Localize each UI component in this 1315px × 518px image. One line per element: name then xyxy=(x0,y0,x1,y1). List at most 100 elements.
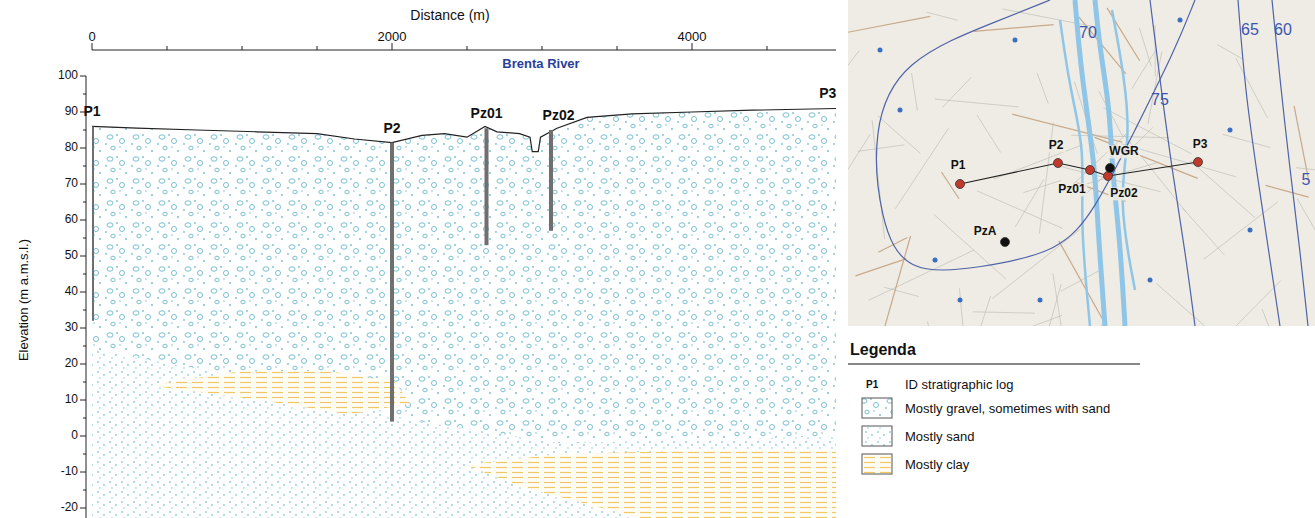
axis-tick xyxy=(617,46,618,50)
stratigraphic-log xyxy=(92,126,94,320)
axis-tick xyxy=(80,364,86,365)
map-road xyxy=(1037,73,1048,104)
tick-label: 100 xyxy=(58,69,78,82)
text-label: Pz02 xyxy=(1108,187,1139,200)
axis-tick xyxy=(83,310,86,311)
well-point xyxy=(933,258,938,263)
site-marker xyxy=(956,180,965,189)
axis-tick xyxy=(83,166,86,167)
legend-text: Mostly gravel, sometimes with sand xyxy=(905,401,1110,416)
axis-tick xyxy=(692,43,693,50)
axis-tick xyxy=(83,490,86,491)
map-road xyxy=(848,134,870,208)
tick-label: -20 xyxy=(61,501,78,514)
map-road xyxy=(999,315,1062,326)
tick-label: 40 xyxy=(65,285,78,298)
text-label: Distance (m) xyxy=(410,8,489,23)
distance-axis xyxy=(92,50,836,51)
map-road xyxy=(973,312,1035,313)
axis-tick xyxy=(83,454,86,455)
axis-tick xyxy=(80,436,86,437)
map-road xyxy=(1204,202,1278,259)
axis-tick xyxy=(92,43,93,50)
tick-label: 20 xyxy=(65,357,78,370)
map-road xyxy=(942,77,971,107)
tick-label: 30 xyxy=(65,321,78,334)
map-road xyxy=(1071,135,1169,138)
tick-label: 50 xyxy=(65,249,78,262)
axis-tick xyxy=(167,46,168,50)
text-label: P1 xyxy=(866,379,878,390)
contour-line xyxy=(1272,0,1308,326)
text-label: Elevation (m a.m.s.l.) xyxy=(17,239,31,361)
axis-tick xyxy=(80,184,86,185)
map-road xyxy=(848,16,930,38)
axis-tick xyxy=(80,472,86,473)
text-label: P3 xyxy=(1191,138,1210,151)
text-label: 4000 xyxy=(678,30,707,44)
well-point xyxy=(1148,278,1153,283)
legend-text: Mostly sand xyxy=(905,429,974,444)
map-road xyxy=(1132,50,1156,88)
site-marker xyxy=(1194,158,1203,167)
text-label: Pz01 xyxy=(1056,183,1087,196)
axis-tick xyxy=(83,94,86,95)
map-road xyxy=(959,288,964,326)
ground-profile xyxy=(92,108,836,151)
axis-tick xyxy=(317,46,318,50)
map-road xyxy=(858,145,905,152)
map-road xyxy=(1219,280,1280,326)
text-label: WGR xyxy=(1107,145,1140,158)
map-road xyxy=(1015,179,1043,226)
map-road xyxy=(977,191,1063,229)
contour-line xyxy=(1238,0,1280,326)
axis-tick xyxy=(80,292,86,293)
map-road xyxy=(935,99,1019,107)
stratigraphic-log xyxy=(549,130,553,231)
site-marker xyxy=(1054,159,1063,168)
text-label: P1 xyxy=(83,105,100,120)
tick-label: 60 xyxy=(65,213,78,226)
map-road xyxy=(928,321,937,326)
text-label: P2 xyxy=(383,121,400,136)
axis-tick xyxy=(80,508,86,509)
text-label: P1 xyxy=(949,159,968,172)
tick-label: 70 xyxy=(65,177,78,190)
text-label: 0 xyxy=(88,30,95,44)
sand-layer xyxy=(92,350,836,518)
map-road xyxy=(934,214,1006,279)
text-label: P3 xyxy=(819,87,836,102)
axis-tick xyxy=(83,202,86,203)
text-label: P2 xyxy=(1047,139,1066,152)
stratigraphic-log xyxy=(485,128,489,245)
well-point xyxy=(1038,298,1043,303)
map-road xyxy=(879,236,911,326)
well-point xyxy=(878,48,883,53)
tick-label: 80 xyxy=(65,141,78,154)
contour-value: 60 xyxy=(1274,21,1292,39)
axis-tick xyxy=(80,328,86,329)
text-label: Pz01 xyxy=(471,106,503,121)
text-label: Brenta River xyxy=(502,57,579,71)
map-road xyxy=(912,73,918,111)
axis-tick xyxy=(80,256,86,257)
axis-tick xyxy=(83,238,86,239)
map-road xyxy=(1190,160,1255,217)
well-point xyxy=(1178,18,1183,23)
contour-value: 5 xyxy=(1302,171,1311,189)
contour-value: 70 xyxy=(1079,24,1097,42)
text-label: PzA xyxy=(972,225,999,238)
map-road xyxy=(1223,134,1270,147)
tick-label: 0 xyxy=(71,429,78,442)
tick-label: 10 xyxy=(65,393,78,406)
map-road xyxy=(878,116,920,154)
site-marker xyxy=(1086,166,1095,175)
text-label: Legenda xyxy=(850,341,916,359)
axis-tick xyxy=(542,46,543,50)
axis-tick xyxy=(80,148,86,149)
map-road xyxy=(1236,58,1268,118)
axis-tick xyxy=(83,274,86,275)
stratigraphic-log xyxy=(390,143,394,422)
